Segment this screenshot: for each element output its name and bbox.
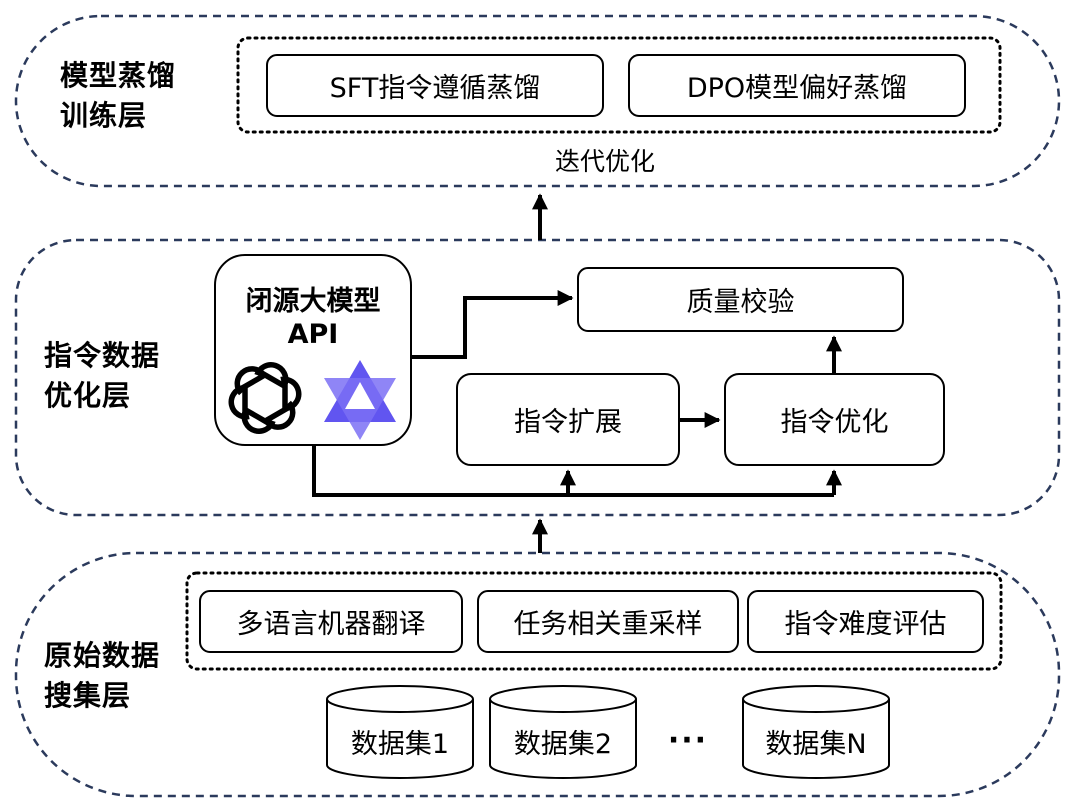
dataset-1-label: 数据集1 [350, 728, 450, 760]
arrow-api-to-quality [411, 290, 574, 359]
api-box-subtitle: API [287, 318, 339, 350]
dataset-2-label: 数据集2 [513, 728, 613, 760]
dataset-1-cylinder [326, 685, 474, 779]
optimization-layer-container [14, 238, 1061, 517]
training-title-line2: 训练层 [60, 99, 148, 132]
training-layer-container [14, 14, 1061, 188]
optimization-title-line1: 指令数据 [44, 339, 161, 372]
distillation-methods-group [236, 36, 1002, 134]
ellipsis-label: ··· [667, 722, 709, 758]
resampling-box [477, 590, 739, 653]
openai-logo-icon [226, 363, 304, 432]
difficulty-eval-label: 指令难度评估 [784, 609, 947, 640]
instruction-optimize-label: 指令优化 [780, 407, 889, 438]
collection-title-line1: 原始数据 [44, 639, 161, 672]
sft-distillation-label: SFT指令遵循蒸馏 [329, 73, 541, 104]
collection-title-line2: 搜集层 [44, 679, 132, 712]
resampling-label: 任务相关重采样 [513, 609, 703, 640]
api-box-title: 闭源大模型 [245, 285, 381, 317]
translation-box [199, 590, 463, 653]
processing-methods-group [185, 571, 1003, 671]
quality-check-label: 质量校验 [686, 287, 795, 318]
instruction-expand-label: 指令扩展 [514, 407, 622, 438]
collection-layer-title: 原始数据 搜集层 [44, 636, 160, 716]
dpo-distillation-label: DPO模型偏好蒸馏 [686, 73, 908, 104]
dataset-2-cylinder [489, 685, 637, 779]
qwen-logo-icon [324, 360, 396, 440]
optimization-title-line2: 优化层 [44, 379, 132, 412]
quality-check-box [577, 267, 904, 332]
collection-layer-container [14, 551, 1061, 798]
training-title-line1: 模型蒸馏 [60, 59, 177, 92]
training-layer-title: 模型蒸馏 训练层 [60, 56, 176, 136]
dataset-n-cylinder [742, 685, 890, 779]
api-bottom-connector [312, 445, 834, 497]
sft-distillation-box [266, 54, 604, 117]
dpo-distillation-box [628, 54, 966, 117]
iterative-optimization-caption: 迭代优化 [554, 147, 655, 176]
translation-label: 多语言机器翻译 [236, 609, 426, 640]
difficulty-eval-box [747, 590, 984, 653]
dataset-n-label: 数据集N [765, 728, 867, 760]
optimization-layer-title: 指令数据 优化层 [44, 336, 160, 416]
